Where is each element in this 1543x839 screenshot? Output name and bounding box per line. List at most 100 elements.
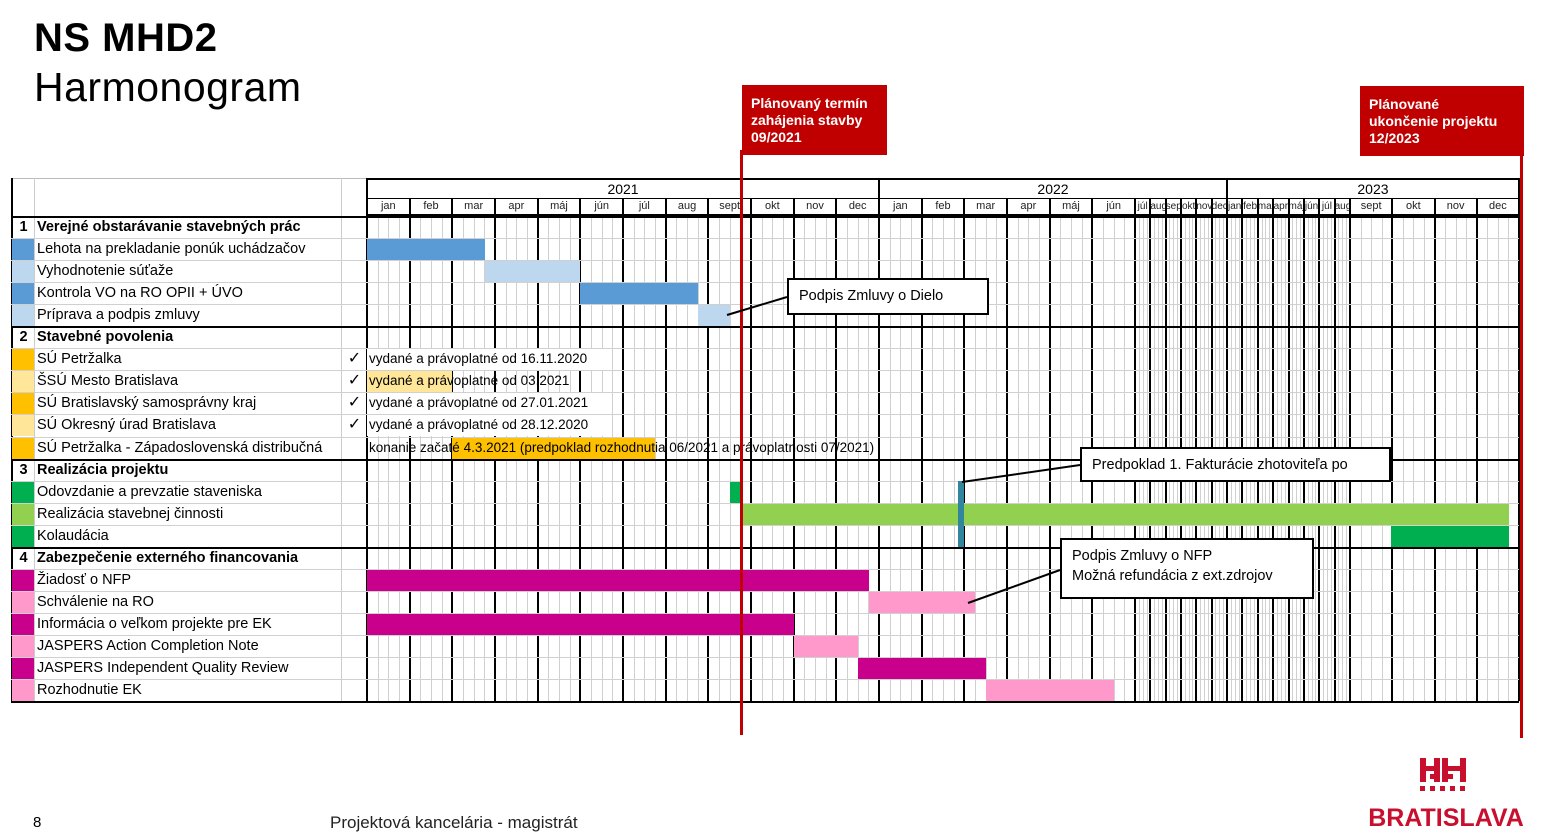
gantt-bar[interactable] (1390, 525, 1509, 547)
callout-nfp-line: Podpis Zmluvy o NFP (1072, 548, 1213, 564)
end-marker-line: ukončenie projektu (1369, 113, 1498, 129)
month-label: apr (508, 200, 525, 212)
month-label: sept (1165, 201, 1181, 212)
section-title: Realizácia projektu (37, 461, 169, 478)
task-color-swatch (12, 305, 34, 327)
gantt-bar[interactable] (729, 481, 742, 503)
task-label[interactable]: JASPERS Action Completion Note (37, 637, 259, 654)
month-label: jún (594, 200, 610, 212)
page-number: 8 (33, 814, 42, 831)
task-label[interactable]: Rozhodnutie EK (37, 682, 142, 699)
month-gridline (408, 199, 411, 702)
row-divider (11, 238, 1519, 240)
gantt-bar[interactable] (741, 503, 1509, 525)
month-label: dec (1211, 201, 1227, 212)
gantt-bar[interactable] (367, 239, 486, 261)
permit-note: vydané a právoplatné od 03.2021 (369, 373, 570, 389)
section-title: Stavebné povolenia (37, 329, 174, 346)
task-color-swatch (12, 613, 34, 635)
section-number: 3 (19, 461, 28, 478)
task-color-swatch (12, 525, 34, 547)
task-label[interactable]: SÚ Petržalka - Západoslovenská distribuč… (37, 439, 323, 456)
row-divider (11, 216, 1519, 218)
row-divider (11, 524, 1519, 526)
month-gridline (878, 178, 881, 702)
task-label[interactable]: Realizácia stavebnej činnosti (37, 505, 224, 522)
start-marker-line: 09/2021 (751, 129, 802, 145)
row-divider (11, 326, 1519, 329)
month-label: jún (1304, 201, 1319, 212)
month-gridline (920, 199, 923, 702)
section-title: Zabezpečenie externého financovania (37, 549, 299, 566)
task-label[interactable]: SÚ Okresný úrad Bratislava (37, 417, 216, 434)
start-marker-line: Plánovaný termín (751, 95, 868, 111)
month-label: aug (677, 200, 697, 212)
month-gridline (1225, 178, 1228, 702)
check-icon: ✓ (347, 372, 362, 390)
callout-connector (961, 464, 1081, 483)
gantt-bar[interactable] (857, 658, 986, 680)
month-label: mar (976, 200, 996, 212)
column-divider (341, 178, 342, 702)
task-label[interactable]: Vyhodnotenie súťaže (37, 263, 174, 280)
row-divider (11, 612, 1519, 614)
gantt-bar[interactable] (869, 591, 975, 613)
gantt-bar[interactable] (367, 613, 794, 635)
month-label: feb (935, 200, 951, 212)
svg-text:BRATISLAVA: BRATISLAVA (1368, 804, 1524, 831)
month-label: júl (638, 200, 650, 212)
row-divider (11, 657, 1519, 658)
month-gridline (792, 199, 795, 702)
task-label[interactable]: Kontrola VO na RO OPII + ÚVO (37, 285, 243, 302)
task-label[interactable]: SÚ Bratislavský samosprávny kraj (37, 395, 257, 412)
task-label[interactable]: Schválenie na RO (37, 593, 154, 610)
task-label[interactable]: Príprava a podpis zmluvy (37, 307, 200, 324)
year-label: 2023 (1357, 181, 1389, 197)
section-number: 4 (19, 549, 28, 566)
month-label: apr (1273, 201, 1289, 212)
month-label: dec (1489, 200, 1507, 212)
check-icon: ✓ (347, 394, 362, 412)
month-label: feb (423, 200, 439, 212)
task-color-swatch (12, 481, 34, 503)
callout-nfp-line: Možná refundácia z ext.zdrojov (1072, 568, 1273, 584)
task-label[interactable]: Odovzdanie a prevzatie staveniska (37, 483, 262, 500)
end-marker-line: 12/2023 (1369, 130, 1420, 146)
task-label[interactable]: SÚ Petržalka (37, 351, 122, 368)
task-label[interactable]: Kolaudácia (37, 527, 109, 544)
row-divider (11, 392, 1519, 394)
permit-note: vydané a právoplatné od 16.11.2020 (369, 351, 588, 367)
month-label: dec (848, 200, 867, 212)
month-gridline (1391, 199, 1394, 702)
month-label: jan (893, 200, 908, 212)
gantt-bar[interactable] (793, 635, 858, 657)
row-divider (11, 634, 1519, 636)
gantt-bar[interactable] (367, 569, 870, 591)
month-gridline (707, 199, 710, 702)
task-label[interactable]: Lehota na prekladanie ponúk uchádzačov (37, 241, 306, 258)
task-label[interactable]: ŠSÚ Mesto Bratislava (37, 373, 179, 390)
section-title: Verejné obstarávanie stavebných prác (37, 219, 301, 235)
bratislava-logo-icon: BRATISLAVA (1368, 758, 1524, 832)
month-label: aug (1150, 201, 1166, 212)
permit-note: vydané a právoplatné od 27.01.2021 (369, 395, 589, 411)
task-color-swatch (12, 591, 34, 613)
month-gridline (963, 199, 966, 702)
header-border (367, 198, 1519, 199)
callout-fakturacia: Predpoklad 1. Fakturácie zhotoviteľa po (1080, 447, 1391, 482)
callout-connector (726, 296, 788, 316)
gantt-bar[interactable] (985, 680, 1114, 702)
table-border (11, 701, 1519, 704)
task-label[interactable]: Informácia o veľkom projekte pre EK (37, 615, 272, 632)
task-label[interactable]: Žiadosť o NFP (37, 571, 132, 588)
month-gridline (1475, 199, 1478, 702)
gantt-bar[interactable] (698, 305, 730, 327)
task-label[interactable]: JASPERS Independent Quality Review (37, 660, 289, 676)
month-gridline (750, 199, 753, 702)
row-divider (11, 414, 1519, 416)
end-marker-line (1520, 150, 1523, 738)
month-label: aug (1334, 201, 1350, 212)
row-divider (11, 260, 1519, 262)
gantt-bar[interactable] (580, 283, 699, 305)
gantt-bar[interactable] (485, 261, 581, 283)
